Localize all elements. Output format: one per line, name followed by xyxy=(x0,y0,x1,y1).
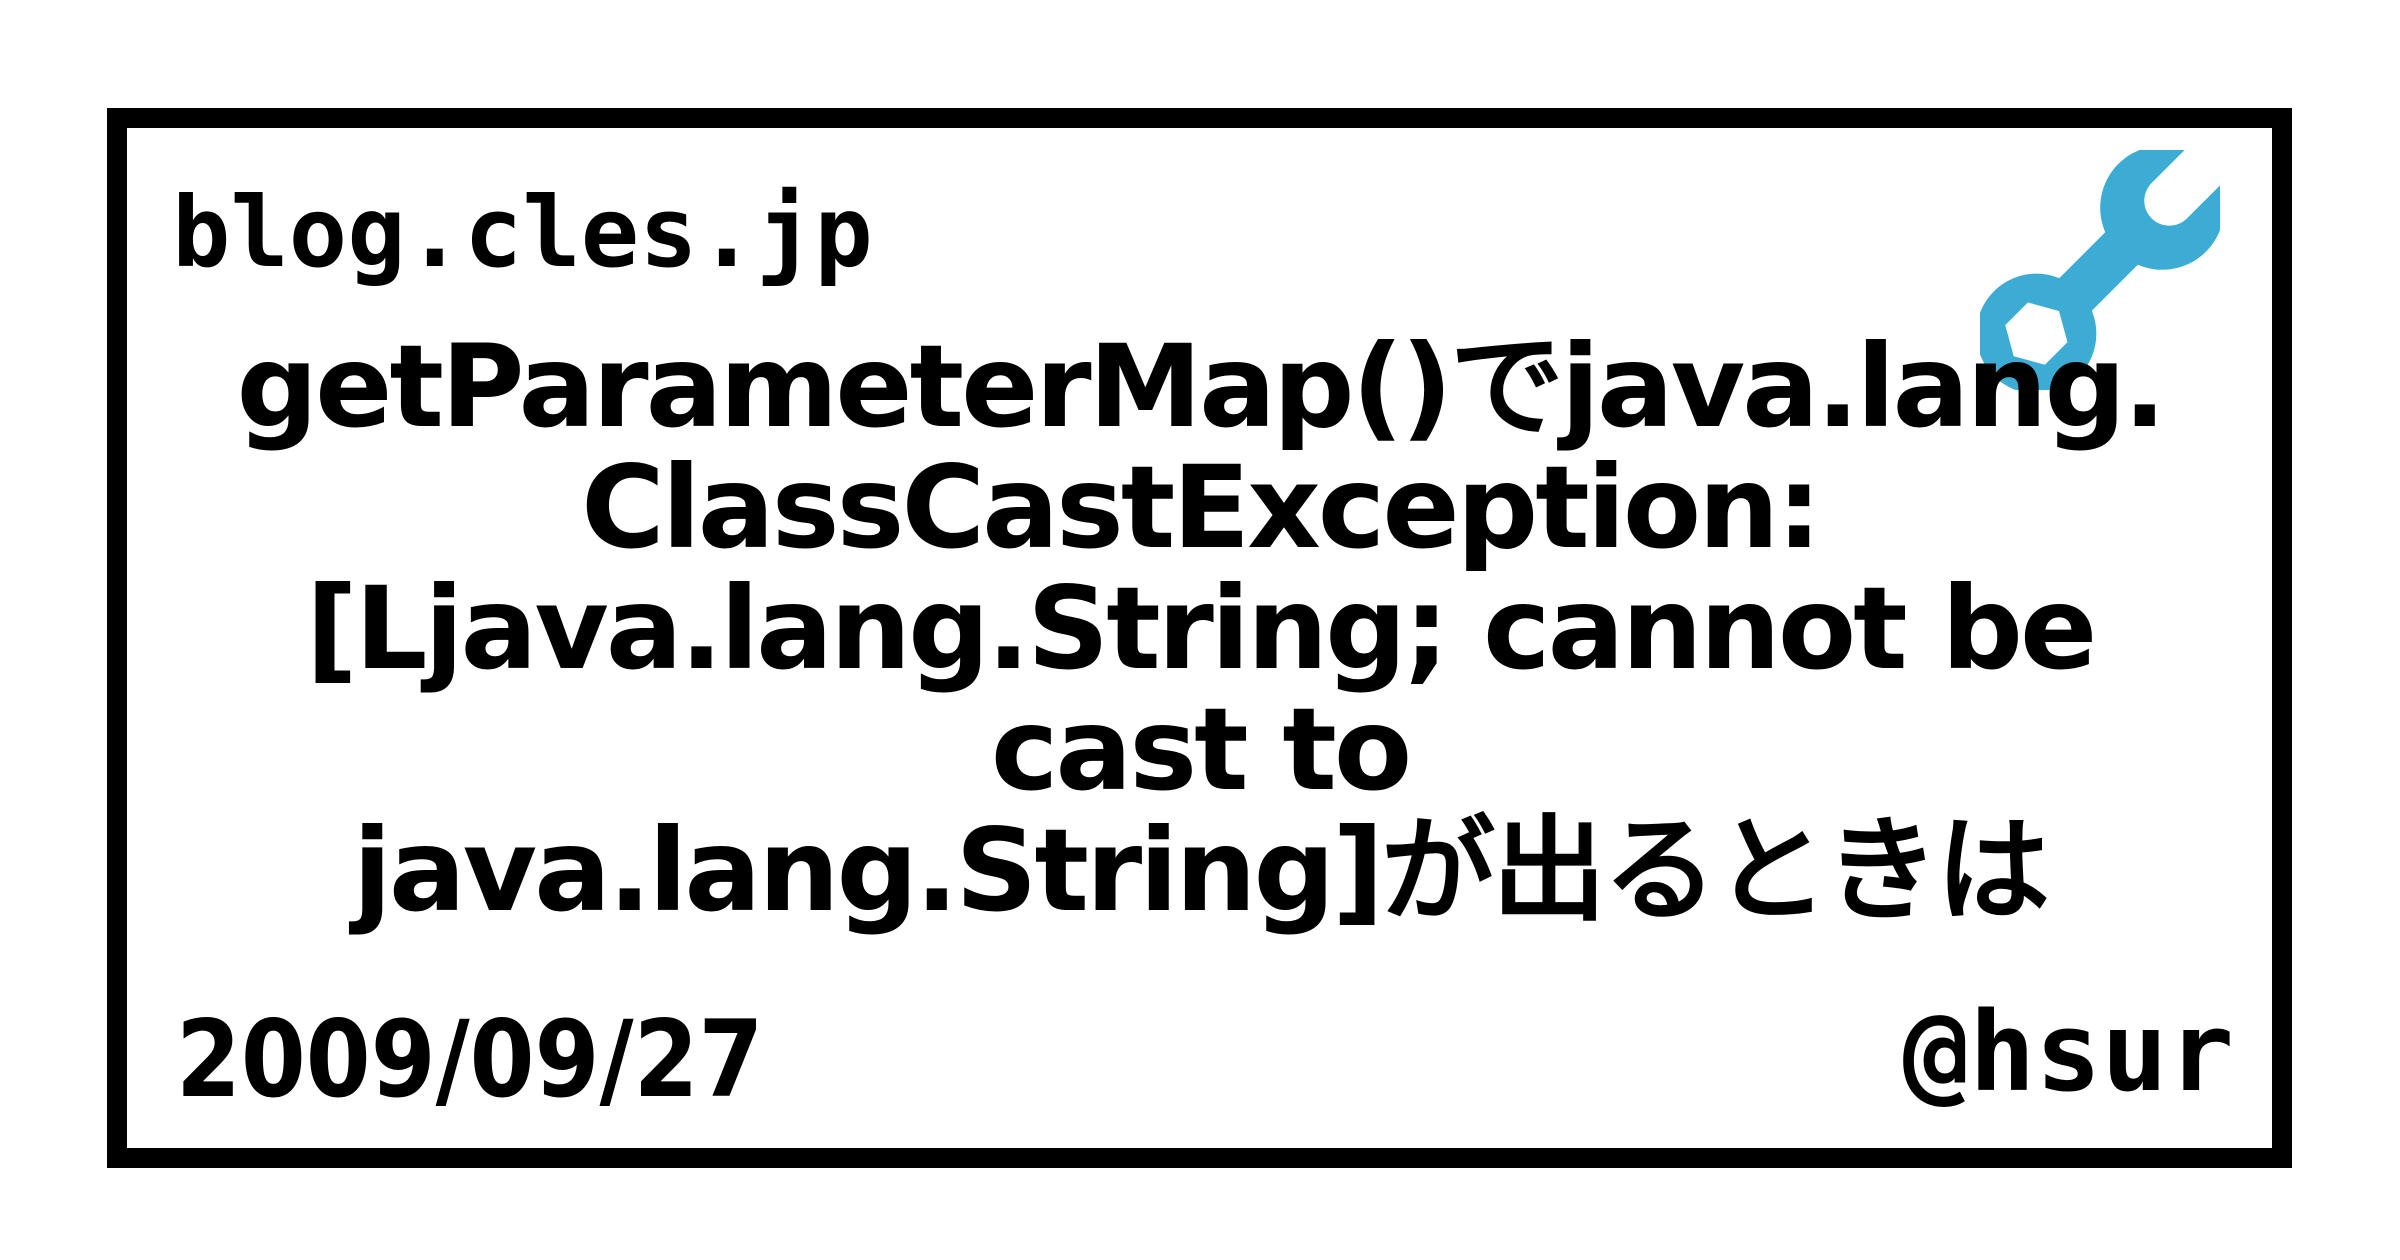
title-card xyxy=(107,108,2292,1168)
title-line: cast to xyxy=(990,683,1412,816)
author-handle: @hsur xyxy=(1902,988,2234,1116)
title-line: [Ljava.lang.String; cannot be xyxy=(305,562,2098,695)
title-line: java.lang.String]が出るときは xyxy=(352,804,2050,935)
title-line: ClassCastException: xyxy=(581,441,1822,574)
wrench-icon xyxy=(1980,150,2220,390)
site-name: blog.cles.jp xyxy=(172,176,873,289)
post-date: 2009/09/27 xyxy=(176,998,764,1121)
title-line: getParameterMap()でjava.lang. xyxy=(236,326,2167,453)
article-title: getParameterMap()でjava.lang. ClassCastEx… xyxy=(130,326,2270,935)
